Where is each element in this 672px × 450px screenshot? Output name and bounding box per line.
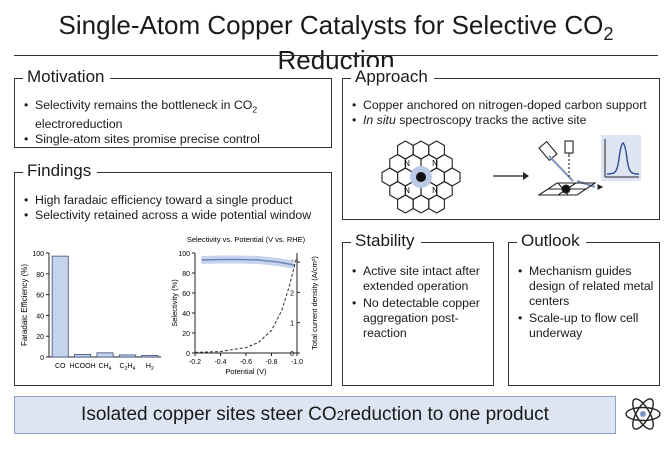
y-tick-label: 80 — [36, 272, 44, 279]
x-tick-label: -0.6 — [240, 359, 252, 366]
x-tick-label: C2H4 — [120, 363, 136, 372]
motivation-heading: Motivation — [23, 67, 111, 87]
page-title: Single-Atom Copper Catalysts for Selecti… — [58, 10, 614, 76]
y2-axis-label: Total current density (A/cm²) — [310, 256, 319, 350]
approach-list: Copper anchored on nitrogen-doped carbon… — [352, 98, 652, 128]
stability-bullet: No detectable copper aggregation post-re… — [352, 296, 488, 341]
n-label: N — [432, 186, 438, 195]
selectivity-potential-chart: Selectivity vs. Potential (V vs. RHE)020… — [170, 235, 319, 376]
x-tick-label: -0.2 — [189, 359, 201, 366]
current-density-line — [194, 255, 298, 353]
stability-list: Active site intact after extended operat… — [352, 264, 488, 341]
n-label: N — [404, 159, 410, 168]
stability-panel: Stability Active site intact after exten… — [342, 231, 494, 386]
bar — [141, 355, 159, 358]
y-tick-label: 100 — [32, 251, 44, 258]
bar — [74, 354, 92, 358]
x-tick-label: -1.0 — [291, 359, 303, 366]
y-tick-label: 0 — [186, 351, 190, 358]
cu-atom — [416, 172, 426, 182]
outlook-bullet: Scale-up to flow cell underway — [518, 311, 654, 341]
spectrum-inset — [601, 135, 641, 181]
x-tick-label: CH4 — [99, 363, 112, 372]
carbon-ring — [397, 194, 414, 214]
motivation-panel: Motivation Selectivity remains the bottl… — [14, 67, 332, 148]
selectivity-line — [201, 258, 295, 266]
approach-heading: Approach — [351, 67, 434, 87]
x-axis-label: Potential (V) — [225, 367, 267, 376]
bar — [51, 255, 69, 358]
y-tick-label: 60 — [182, 291, 190, 298]
approach-panel: Approach Copper anchored on nitrogen-dop… — [342, 67, 660, 220]
x-tick-label: CO — [55, 363, 66, 370]
outlook-bullet: Mechanism guides design of related metal… — [518, 264, 654, 309]
y-tick-label: 0 — [40, 355, 44, 362]
findings-bullet: High faradaic efficiency toward a single… — [24, 193, 324, 208]
carbon-ring — [412, 194, 430, 214]
findings-bullet: Selectivity retained across a wide poten… — [24, 208, 324, 223]
x-tick-label: HCOOH — [70, 363, 96, 370]
y-tick-label: 60 — [36, 293, 44, 300]
stability-heading: Stability — [351, 231, 421, 251]
title-rule — [14, 55, 658, 56]
motivation-bullet: Single-atom sites promise precise contro… — [24, 132, 324, 147]
outlook-list: Mechanism guides design of related metal… — [518, 264, 654, 341]
findings-panel: Findings High faradaic efficiency toward… — [14, 161, 332, 386]
arrow-head-icon — [523, 172, 529, 180]
y2-tick-label: 2 — [290, 290, 294, 297]
y2-tick-label: 0 — [290, 351, 294, 358]
x-tick-label: -0.8 — [265, 359, 277, 366]
stability-bullet: Active site intact after extended operat… — [352, 264, 488, 294]
motivation-list: Selectivity remains the bottleneck in CO… — [24, 98, 324, 147]
y-axis-label: Selectivity (%) — [170, 279, 179, 327]
approach-bullet: Copper anchored on nitrogen-doped carbon… — [352, 98, 652, 113]
n-doped-carbon-sheet — [381, 140, 461, 214]
carbon-ring — [428, 194, 445, 214]
approach-illustration: N N N N — [381, 135, 641, 214]
outlook-panel: Outlook Mechanism guides design of relat… — [508, 231, 660, 386]
bar — [96, 352, 114, 358]
motivation-bullet: Selectivity remains the bottleneck in CO… — [24, 98, 324, 132]
y-tick-label: 80 — [182, 271, 190, 278]
y-tick-label: 40 — [182, 311, 190, 318]
findings-heading: Findings — [23, 161, 98, 181]
y-tick-label: 20 — [36, 334, 44, 341]
spectroscopy-setup-icon — [537, 140, 604, 196]
bar — [118, 354, 136, 358]
findings-list: High faradaic efficiency toward a single… — [24, 193, 324, 223]
chart-title: Selectivity vs. Potential (V vs. RHE) — [187, 235, 306, 244]
atom-icon — [625, 398, 661, 430]
x-tick-label: -0.4 — [214, 359, 226, 366]
approach-bullet: In situ spectroscopy tracks the active s… — [352, 113, 652, 128]
y-tick-label: 20 — [182, 331, 190, 338]
y-tick-label: 40 — [36, 313, 44, 320]
x-tick-label: H2 — [146, 363, 154, 372]
y-tick-label: 100 — [178, 251, 190, 258]
outlook-heading: Outlook — [517, 231, 586, 251]
n-label: N — [404, 186, 410, 195]
n-label: N — [432, 159, 438, 168]
y-axis-label: Faradaic Efficiency (%) — [20, 264, 29, 346]
y2-tick-label: 1 — [290, 321, 294, 328]
